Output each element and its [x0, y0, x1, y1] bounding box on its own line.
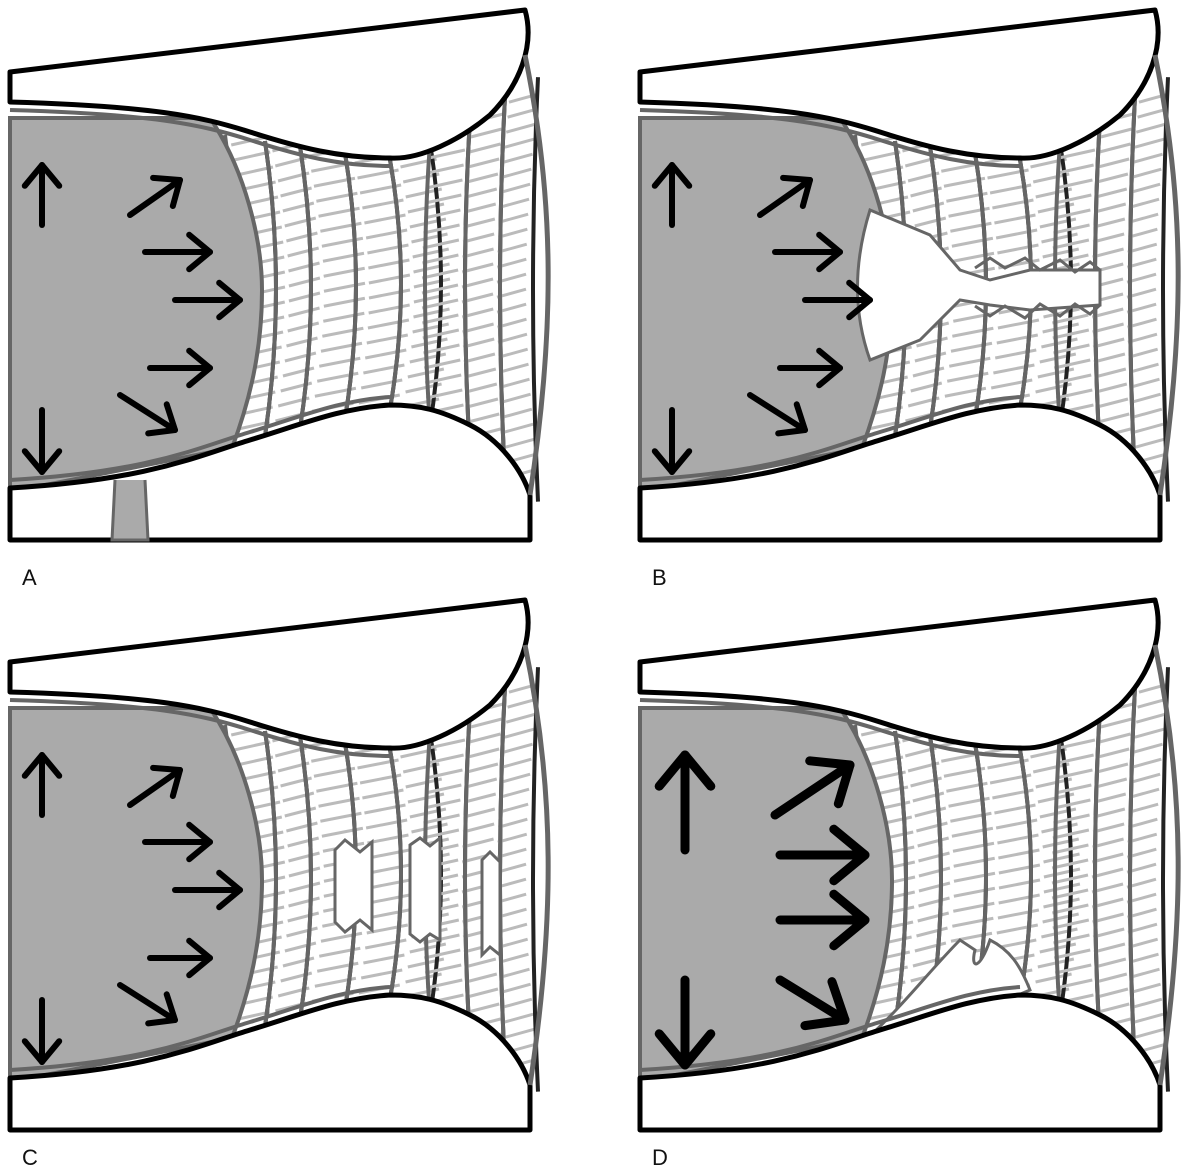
panel-b-diagram — [630, 0, 1190, 560]
panel-a-diagram — [0, 0, 560, 560]
panel-c-diagram — [0, 590, 560, 1150]
interstitial-tear — [335, 840, 372, 932]
panel-c-label: C — [22, 1145, 38, 1171]
panel-b: B — [630, 0, 1190, 560]
drain-channel — [112, 480, 148, 540]
interstitial-tear — [410, 838, 440, 942]
panel-c: C — [0, 590, 560, 1150]
panel-b-label: B — [652, 565, 667, 591]
panel-a-label: A — [22, 565, 37, 591]
panel-a: A — [0, 0, 560, 560]
panel-d-label: D — [652, 1145, 668, 1171]
panel-d-diagram — [630, 590, 1190, 1150]
interstitial-tear — [482, 852, 500, 955]
panel-d: D — [630, 590, 1190, 1150]
